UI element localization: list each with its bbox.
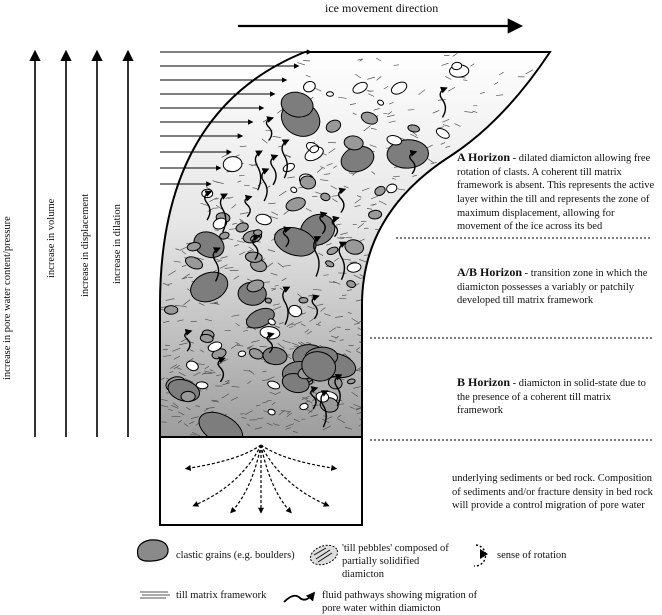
till-matrix-strand bbox=[373, 255, 378, 257]
rotation-icon bbox=[474, 545, 488, 566]
b-horizon-name: B Horizon bbox=[457, 375, 510, 389]
clast bbox=[253, 230, 262, 236]
b-horizon-description: B Horizon - diamicton in solid-state due… bbox=[457, 375, 657, 418]
clast bbox=[181, 391, 195, 401]
till-matrix-icon bbox=[140, 592, 170, 598]
vlabel-volume: increase in volume bbox=[46, 199, 57, 278]
clast bbox=[238, 351, 246, 357]
till-matrix-strand bbox=[362, 358, 370, 360]
clast bbox=[326, 92, 333, 97]
clast bbox=[164, 306, 177, 315]
till-matrix-strand bbox=[390, 226, 398, 228]
till-pebble-icon bbox=[308, 542, 340, 568]
till-matrix-strand bbox=[364, 284, 368, 286]
vlabel-displacement: increase in displacement bbox=[80, 194, 91, 297]
fluid-pathway-icon bbox=[284, 593, 314, 602]
bedrock-description: underlying sediments or bed rock. Compos… bbox=[452, 472, 662, 513]
ab-horizon-description: A/B Horizon - transition zone in which t… bbox=[457, 265, 657, 308]
ice-movement-label: ice movement direction bbox=[325, 1, 438, 16]
vlabel-pore-water: increase in pore water content/pressure bbox=[2, 216, 13, 380]
legend-rotation-label: sense of rotation bbox=[497, 549, 566, 562]
legend-fluid-pathway-label: fluid pathways showing migration of pore… bbox=[322, 589, 492, 615]
bedrock-text: underlying sediments or bed rock. Compos… bbox=[452, 473, 653, 511]
legend-till-pebble-label: 'till pebbles' composed of partially sol… bbox=[342, 542, 454, 581]
till-matrix-strand bbox=[395, 209, 402, 212]
till-matrix-strand bbox=[376, 255, 382, 257]
legend-clast-label: clastic grains (e.g. boulders) bbox=[176, 549, 295, 562]
ab-horizon-name: A/B Horizon bbox=[457, 265, 522, 279]
a-horizon-name: A Horizon bbox=[457, 150, 510, 164]
till-matrix-strand bbox=[406, 194, 410, 196]
a-horizon-text: - dilated diamicton allowing free rotati… bbox=[457, 153, 654, 232]
clast bbox=[265, 298, 272, 304]
clast bbox=[299, 297, 308, 303]
vlabel-dilation: increase in dilation bbox=[112, 204, 123, 284]
clast-icon bbox=[138, 540, 169, 561]
till-matrix-strand bbox=[407, 204, 413, 205]
till-matrix-strand bbox=[371, 251, 375, 254]
legend-till-matrix-label: till matrix framework bbox=[176, 589, 266, 602]
a-horizon-description: A Horizon - dilated diamicton allowing f… bbox=[457, 150, 657, 234]
